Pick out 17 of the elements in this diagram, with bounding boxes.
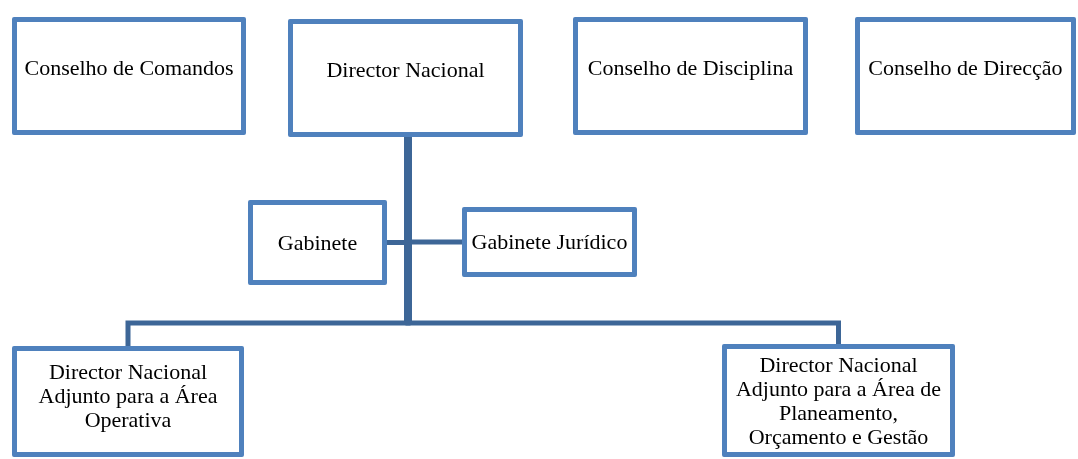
box-title: Conselho de Comandos — [24, 56, 234, 80]
org-box — [288, 19, 523, 137]
box-title: Gabinete Jurídico — [471, 230, 628, 254]
box-title: Conselho de Disciplina — [587, 56, 794, 80]
box-title: Conselho de Direcção — [868, 56, 1063, 80]
org-box — [855, 17, 1076, 135]
org-box — [12, 17, 246, 135]
org-box — [722, 344, 955, 457]
org-box — [573, 17, 808, 135]
org-box — [12, 346, 244, 457]
org-box — [248, 200, 387, 285]
box-title: Director Nacional Adjunto para a Área de Planeamento, Orçamento e Gestão — [734, 352, 943, 449]
box-title: Director Nacional — [326, 58, 485, 82]
org-box — [462, 207, 637, 277]
box-title: Director Nacional Adjunto para a Área Operativa — [37, 359, 219, 432]
trunk-line — [404, 137, 412, 323]
box-title: Gabinete — [277, 230, 358, 255]
